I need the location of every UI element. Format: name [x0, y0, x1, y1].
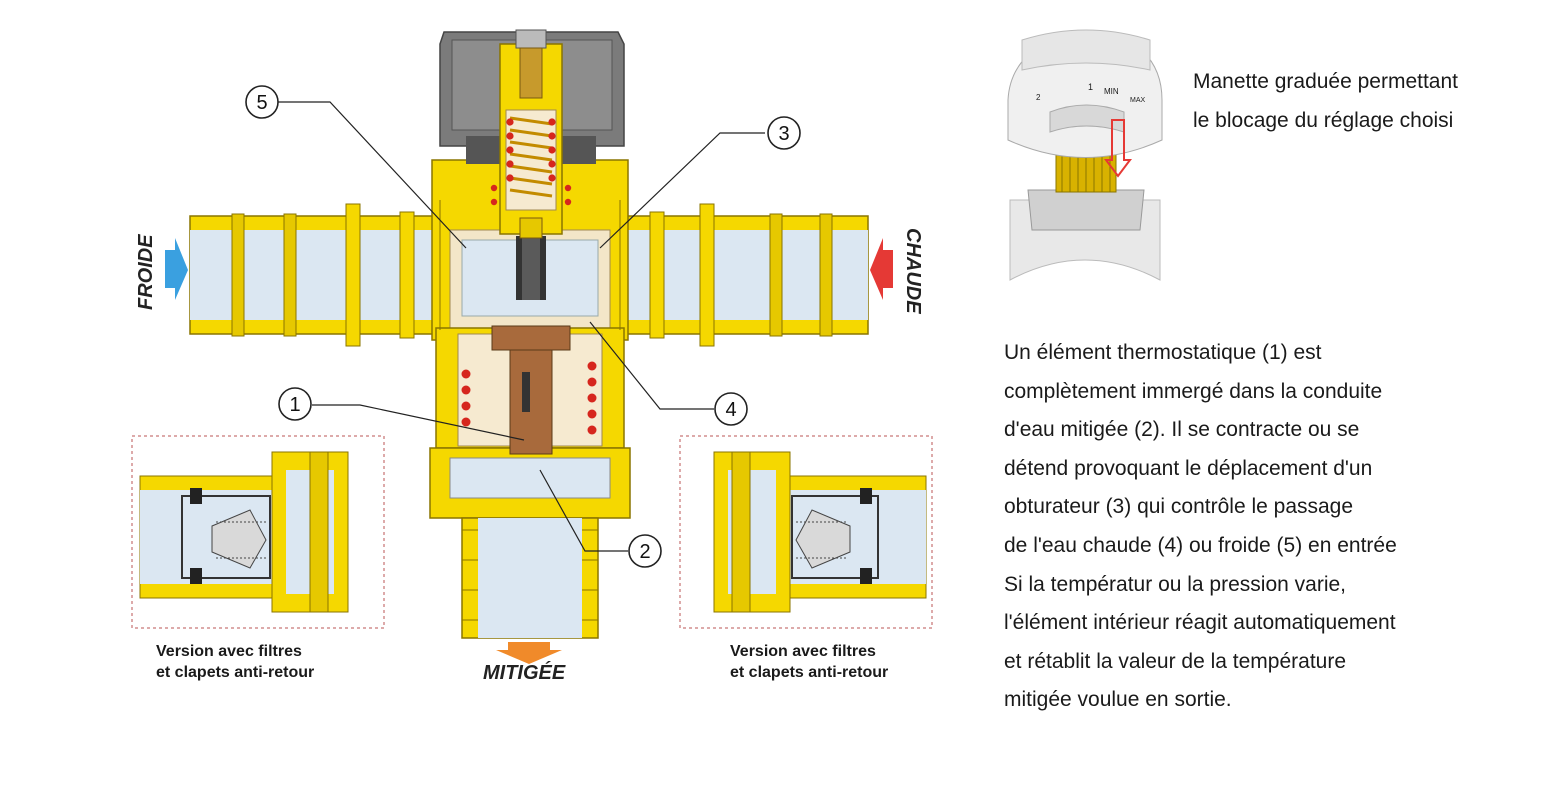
svg-text:4: 4 — [725, 399, 736, 421]
svg-text:2: 2 — [639, 541, 650, 563]
explanation-line: obturateur (3) qui contrôle le passage — [1004, 495, 1354, 519]
svg-text:Version avec filtres: Version avec filtres — [156, 643, 302, 660]
callout-4: 4 — [714, 392, 748, 426]
svg-text:5: 5 — [256, 92, 267, 114]
explanation-line: complètement immergé dans la conduite — [1004, 379, 1383, 403]
left-filter-inset — [131, 435, 385, 629]
hot-inlet-arrow — [870, 238, 893, 300]
label-mitigee: MITIGÉE — [483, 661, 566, 684]
callout-1: 1 — [278, 387, 312, 421]
svg-text:1: 1 — [289, 394, 300, 416]
knob-description-line: le blocage du réglage choisi — [1193, 109, 1454, 132]
svg-text:3: 3 — [778, 123, 789, 145]
explanation-line: mitigée voulue en sortie. — [1004, 688, 1232, 712]
callout-2: 2 — [628, 534, 662, 568]
cold-inlet-arrow — [165, 238, 188, 300]
knob-description: Manette graduée permettant le blocage du… — [1193, 62, 1458, 140]
knob-scale-2: 2 — [1036, 93, 1041, 102]
explanation-line: Un élément thermostatique (1) est — [1004, 341, 1322, 364]
callout-lines — [278, 101, 765, 552]
callout-5: 5 — [245, 85, 279, 119]
explanation-line: Si la températur ou la pression varie, — [1004, 572, 1346, 596]
valve-body — [189, 29, 869, 639]
explanation-line: d'eau mitigée (2). Il se contracte ou se — [1004, 418, 1360, 442]
svg-text:et clapets anti-retour: et clapets anti-retour — [730, 664, 888, 681]
knob-description-line: Manette graduée permettant — [1193, 70, 1459, 93]
knob-scale-1: 1 — [1088, 82, 1093, 92]
explanation-line: de l'eau chaude (4) ou froide (5) en ent… — [1004, 533, 1397, 557]
callout-3: 3 — [767, 116, 801, 150]
explanation-line: l'élément intérieur réagit automatiqueme… — [1004, 611, 1396, 635]
explanation-line: et rétablit la valeur de la température — [1004, 649, 1347, 673]
graduated-knob: 1 MIN MAX 2 — [1007, 29, 1163, 281]
knob-scale-min: MIN — [1104, 87, 1119, 96]
svg-text:Version avec filtres: Version avec filtres — [730, 643, 876, 660]
label-chaude: CHAUDE — [902, 228, 924, 314]
knob-scale-max: MAX — [1130, 97, 1146, 104]
svg-text:et clapets anti-retour: et clapets anti-retour — [156, 664, 314, 681]
right-filter-inset — [679, 435, 933, 629]
label-froide: FROIDE — [135, 234, 157, 310]
left-caption-text: Version avec filtres et clapets anti-ret… — [156, 643, 314, 681]
mixed-outlet-arrow — [496, 642, 562, 664]
explanation-line: détend provoquant le déplacement d'un — [1004, 456, 1373, 480]
right-caption-text: Version avec filtres et clapets anti-ret… — [730, 643, 888, 681]
explanation-paragraph: Un élément thermostatique (1) est complè… — [1004, 334, 1397, 720]
